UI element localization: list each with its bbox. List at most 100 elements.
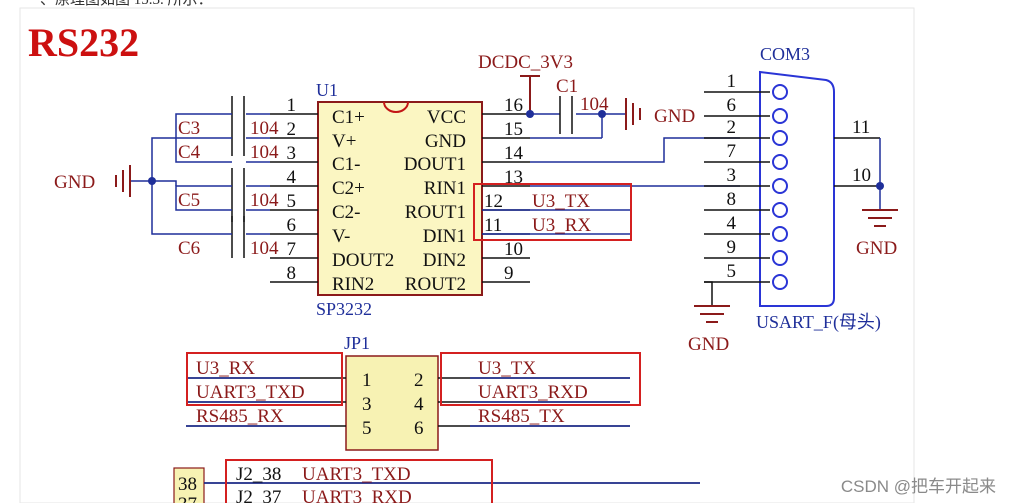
u1-pin-name: VCC [427,107,466,128]
cap-ref: C6 [178,238,200,259]
vcc-junction [526,110,534,118]
u3-rx-net: U3_RX [532,215,591,236]
u1-pin-name: DOUT1 [404,154,466,175]
u1-pin-name: V- [332,226,350,247]
cap-value: 104 [250,238,279,259]
db9-pin-number: 2 [727,117,737,138]
jp1-net-label: RS485_TX [478,406,565,427]
u1-pin-name: V+ [332,131,356,152]
jp1-net-label: U3_TX [478,358,536,379]
u1-pin-name: DIN2 [423,250,466,271]
schematic-title: RS232 [28,20,139,65]
shell-junction [876,182,884,190]
u1-ref: U1 [316,80,338,100]
j2-pin-number: 37 [178,494,197,503]
u1-part: SP3232 [316,299,372,319]
c1-value: 104 [580,94,609,115]
u1-pin-name: C2- [332,202,361,223]
u3-tx-net: U3_TX [532,191,590,212]
u1-pin-number: 4 [287,167,297,188]
j2-header: 38 37 J2_38 UART3_TXD J2_37 UART3_RXD [173,459,700,503]
db9-pin-number: 9 [727,237,737,258]
u1-pin-number: 13 [504,167,523,188]
jp1-pin: 5 [362,418,372,439]
j2-pin-label: J2_38 [236,464,281,485]
jp1-net-label: U3_RX [196,358,255,379]
dcdc-3v3-label: DCDC_3V3 [478,52,573,73]
u1-pin-number: 12 [484,191,503,212]
u1-pin-name: C1+ [332,107,365,128]
db9-gnd-wire [704,281,713,306]
u1-notch [383,101,409,113]
db9-pin-number: 4 [727,213,737,234]
u1-pin-number: 9 [504,263,514,284]
u1-pin-name: GND [425,131,466,152]
jp1-pin: 6 [414,418,424,439]
jp1-left-highlight [186,352,343,406]
cap-ref: C5 [178,190,200,211]
u1-pin-number: 8 [287,263,297,284]
u1-pin-number: 3 [287,143,297,164]
u1-pin-number: 10 [504,239,523,260]
u1-pin-name: DOUT2 [332,250,394,271]
jp1-net-label: UART3_TXD [196,382,305,403]
u1-pin-name: RIN1 [424,178,466,199]
cap-value: 104 [250,190,279,211]
u1-body [317,101,483,296]
db9-pin-number: 7 [727,141,737,162]
u1-pin-name: ROUT1 [405,202,466,223]
gnd-symbol-bottom [694,305,730,323]
db9-pin-number: 6 [727,95,737,116]
jp1-pin: 4 [414,394,424,415]
com3-ref: COM3 [760,44,810,64]
u1-pin-name: DIN1 [423,226,466,247]
gnd-junction [148,177,156,185]
gnd-label-top: GND [654,106,695,127]
cap-value: 104 [250,118,279,139]
com3-part: USART_F(母头) [756,312,881,333]
shell-pin-number: 10 [852,165,871,186]
com3-connector: 1 6 2 7 3 8 4 9 5 COM3 USART_F(母头) 11 10 [704,44,884,333]
gnd-label-bottom: GND [688,334,729,355]
db9-pin-number: 1 [727,71,737,92]
db9-pin-number: 8 [727,189,737,210]
csdn-watermark: CSDN @把车开起来 [841,477,996,496]
u1-pin-name: C1- [332,154,361,175]
jp1-net-label: RS485_RX [196,406,284,427]
u1-pin-number: 15 [504,119,523,140]
gnd-symbol-right [862,209,898,227]
j2-body [173,467,205,503]
u1-pin-number: 7 [287,239,297,260]
u1-pin-number: 1 [287,95,297,116]
jp1-pin: 3 [362,394,372,415]
pump-capacitors [130,96,270,258]
gnd-label-left: GND [54,172,95,193]
jp1-header: JP1 1 2 3 4 5 6 U3_RX UART3_TXD RS485_RX… [186,333,641,451]
jp1-body [345,355,439,451]
u1-pin-number: 5 [287,191,297,212]
jp1-net-label: UART3_RXD [478,382,588,403]
c1-ref: C1 [556,76,578,97]
shell-pin-number: 11 [852,117,870,138]
cap-ref: C4 [178,142,201,163]
j2-highlight [225,459,493,503]
u1-chip: U1 SP3232 C1+ V+ C1- C2+ C2- V- DOUT2 RI… [270,80,530,319]
u1-pin-name: C2+ [332,178,365,199]
db9-shell [759,70,835,307]
jp1-pin: 2 [414,370,424,391]
u1-pin-number: 2 [287,119,297,140]
u1-uart-highlight [473,183,632,241]
u1-pin-number: 6 [287,215,297,236]
db9-pin-number: 3 [727,165,737,186]
gnd-junction [598,110,606,118]
jp1-right-highlight [440,352,641,406]
jp1-ref: JP1 [344,333,370,353]
jp1-pin: 1 [362,370,372,391]
u1-pin-number: 16 [504,95,523,116]
header-fragment: 、原理图如图 15.3. 所示： [40,0,213,8]
u1-pin-name: ROUT2 [405,274,466,295]
j2-net-label: UART3_RXD [302,487,412,503]
cap-ref: C3 [178,118,200,139]
j2-net-label: UART3_TXD [302,464,411,485]
